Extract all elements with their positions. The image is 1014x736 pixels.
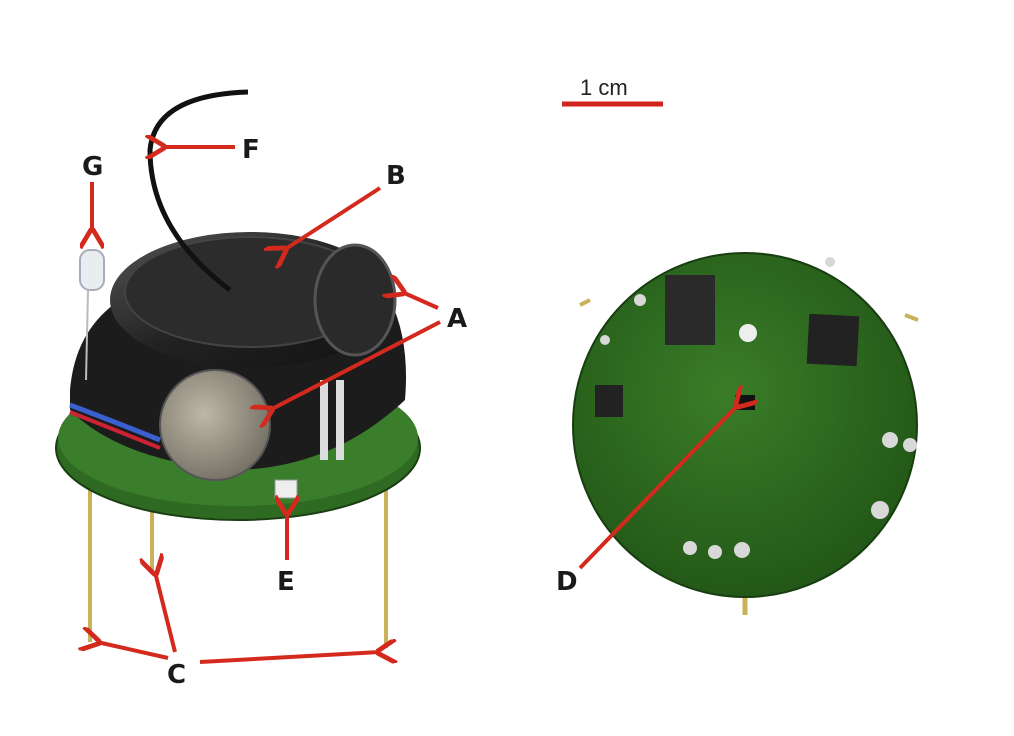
chip (665, 275, 715, 345)
scale-bar: 1 cm (562, 75, 663, 107)
robot-bottom-view (572, 252, 919, 615)
arrow-a-contact (402, 292, 439, 310)
label-b: B (386, 161, 406, 191)
ir-sensor (274, 479, 298, 499)
robot-side-view (55, 89, 421, 648)
arrow-b (284, 186, 382, 250)
vibration-motor (159, 369, 271, 481)
label-f: F (242, 135, 260, 165)
label-d: D (556, 567, 578, 597)
led (79, 249, 105, 381)
microcontroller (806, 313, 860, 367)
label-c: C (167, 660, 186, 690)
label-e: E (277, 567, 295, 597)
arrow-c-left (97, 642, 169, 660)
scale-bar-text: 1 cm (580, 75, 628, 100)
arrow-a-motor (270, 320, 441, 410)
annotation-arrows (92, 147, 738, 662)
arrow-c-middle (155, 572, 177, 653)
arrow-c-right (199, 652, 380, 662)
label-a: A (447, 304, 467, 334)
arrow-d (578, 405, 738, 570)
label-g: G (82, 152, 103, 182)
charging-contact (313, 243, 397, 357)
